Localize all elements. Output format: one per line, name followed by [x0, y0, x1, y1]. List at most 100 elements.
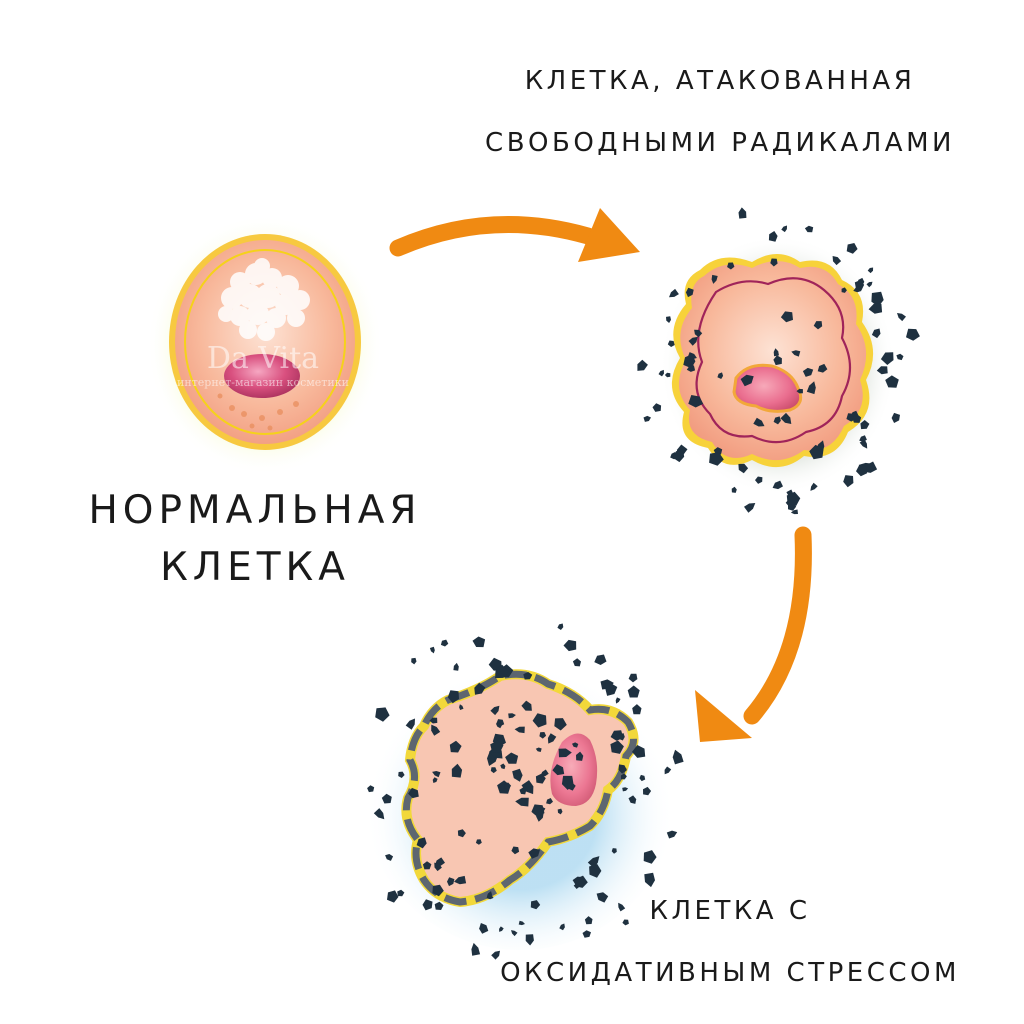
radical-particle: [431, 724, 441, 736]
radical-particle: [686, 365, 696, 372]
arrow-normal-to-attacked: [389, 208, 640, 262]
radical-particle: [628, 673, 638, 683]
radical-particle: [518, 920, 525, 926]
radical-particle: [860, 420, 870, 430]
attacked-cell-label-line-2: СВОБОДНЫМИ РАДИКАЛАМИ: [485, 128, 955, 158]
radical-particle: [643, 850, 657, 864]
radical-particle: [868, 303, 883, 314]
radical-particle: [547, 733, 557, 744]
radical-particle: [664, 372, 671, 378]
radical-particle: [685, 287, 694, 298]
radical-particle: [618, 764, 627, 774]
radical-particle: [486, 894, 494, 900]
granules: [217, 393, 299, 431]
radical-particle: [810, 482, 818, 491]
radical-particle: [802, 367, 814, 377]
radical-particle: [891, 412, 900, 423]
stressed-cell-label-line-1: КЛЕТКА С: [649, 896, 811, 926]
radical-particle: [611, 848, 617, 854]
radical-particle: [572, 742, 579, 748]
radical-particle: [643, 415, 651, 422]
radical-particle: [632, 745, 646, 758]
radical-particle: [576, 751, 584, 761]
radical-particle: [658, 369, 664, 377]
stressed-cell-label-line-2: ОКСИДАТИВНЫМ СТРЕССОМ: [500, 958, 960, 988]
radical-particle: [511, 930, 518, 937]
radical-particle: [876, 366, 888, 375]
radical-particle: [804, 225, 814, 233]
radical-particle: [667, 340, 675, 347]
radical-particle: [711, 274, 718, 284]
radical-particle: [521, 780, 534, 795]
radical-particle: [411, 657, 417, 665]
radical-particle: [817, 363, 828, 373]
radical-particle: [773, 355, 782, 366]
radical-particle: [559, 923, 565, 931]
organelle-cluster: [218, 258, 310, 341]
radical-particle: [434, 901, 444, 910]
radical-particle: [806, 381, 816, 395]
radical-particle: [490, 740, 504, 753]
radical-particle: [557, 808, 563, 815]
radical-particle: [387, 890, 399, 903]
radical-particle: [474, 682, 486, 695]
radical-particle: [488, 657, 502, 671]
free-radicals: [367, 207, 920, 960]
radical-particle: [432, 771, 441, 778]
normal-cell-label-line-2: КЛЕТКА: [160, 545, 350, 590]
radical-particle: [514, 726, 525, 734]
nucleus: [224, 354, 300, 398]
stressed-cell-label: КЛЕТКА С ОКСИДАТИВНЫМ СТРЕССОМ: [440, 880, 1020, 1004]
radical-particle: [688, 336, 698, 346]
radical-particle: [558, 748, 572, 758]
normal-cell-label: НОРМАЛЬНАЯ КЛЕТКА: [55, 482, 455, 596]
radical-particle: [422, 861, 432, 870]
radical-particle: [740, 374, 754, 387]
radical-particle: [479, 923, 489, 934]
radical-particle: [449, 740, 462, 753]
radical-particle: [622, 919, 629, 926]
radical-particle: [652, 403, 662, 412]
radical-particle: [846, 243, 858, 254]
radical-particle: [738, 207, 747, 219]
radical-particle: [813, 321, 823, 330]
radical-particle: [618, 902, 626, 912]
radical-particle: [796, 388, 803, 394]
radical-particle: [523, 671, 533, 680]
radical-particle: [367, 785, 375, 793]
cell-cytoplasm: [175, 240, 355, 444]
radical-particle: [880, 352, 894, 365]
radical-particle: [440, 639, 449, 647]
arrow-attacked-to-stressed: [695, 526, 812, 742]
watermark: Da Vita интернет-магазин косметики: [168, 342, 358, 390]
radical-particle: [871, 328, 881, 339]
radical-particle: [780, 311, 793, 323]
attacked-cell-label-line-1: КЛЕТКА, АТАКОВАННАЯ: [524, 66, 916, 96]
radical-particle: [832, 256, 842, 266]
radical-particle: [731, 486, 737, 493]
radical-particle: [871, 291, 884, 307]
radical-particle: [780, 412, 792, 424]
radical-particle: [637, 359, 648, 371]
radical-particle: [815, 440, 825, 452]
radical-particle: [744, 503, 756, 513]
radical-particle: [552, 764, 565, 776]
radical-particle: [405, 718, 415, 730]
radical-particle: [605, 682, 618, 696]
radical-particle: [666, 830, 678, 839]
radical-particle: [528, 848, 540, 859]
radical-particle: [557, 623, 564, 630]
radical-particle: [373, 808, 385, 820]
radical-particle: [397, 889, 405, 897]
radical-particle: [628, 795, 637, 804]
process-arrows: [389, 208, 812, 742]
radical-particle: [572, 658, 581, 667]
radical-particle: [475, 839, 482, 845]
radical-particle: [416, 837, 427, 849]
radical-particle: [515, 797, 529, 807]
radical-particle: [447, 690, 459, 704]
radical-particle: [432, 777, 438, 783]
radical-particle: [471, 942, 481, 956]
radical-particle: [451, 763, 463, 778]
radical-particle: [539, 732, 547, 739]
